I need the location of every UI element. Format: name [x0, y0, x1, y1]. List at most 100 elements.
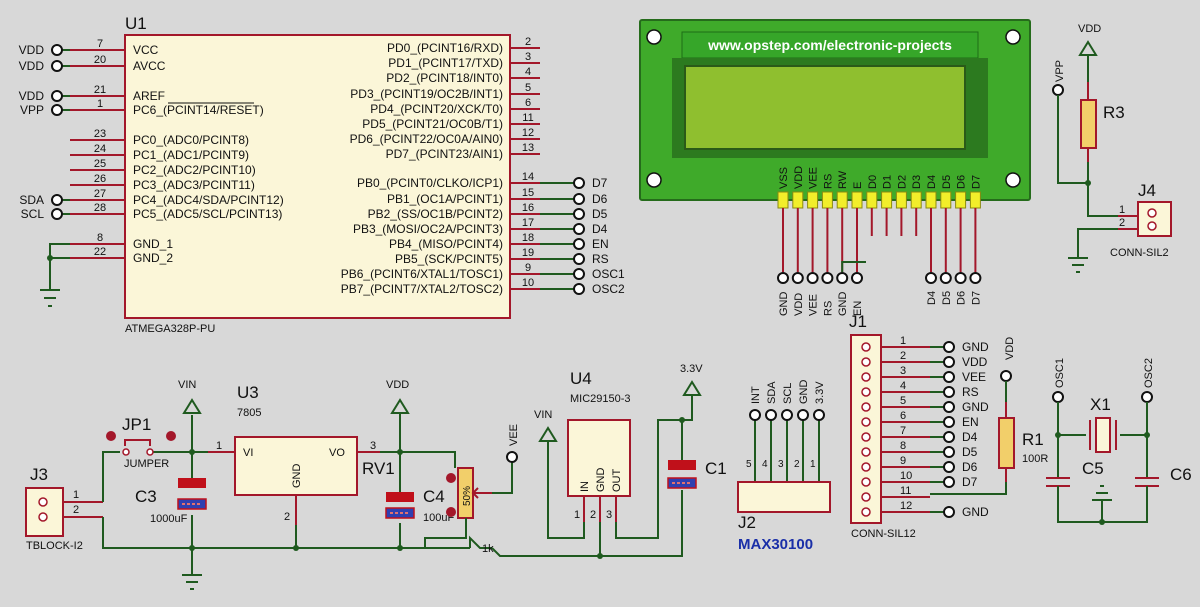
u1-right-pin-num: 4 [525, 66, 531, 78]
c6-ref: C6 [1170, 465, 1192, 484]
j2-pin-num: 1 [810, 459, 816, 470]
c4-plate-top [386, 492, 414, 502]
lcd-pin-pad [851, 191, 863, 209]
j1-pin-num: 12 [900, 500, 912, 512]
j2-net-terminal [813, 409, 825, 421]
u1-left-pin-name: AREF [133, 89, 165, 103]
lcd-net-label: EN [852, 301, 864, 316]
u1-right-pin-num: 19 [522, 247, 534, 259]
r1-pin12-wire [930, 482, 1007, 495]
u1-left-pin-num: 25 [94, 158, 106, 170]
j2-net-label: GND [798, 380, 810, 405]
j2-net-terminal [781, 409, 793, 421]
u1-right-pin-name: PB6_(PCINT6/XTAL1/TOSC1) [341, 267, 503, 281]
gnd-bus-right [491, 547, 600, 557]
j1-net-label: EN [962, 415, 979, 429]
r1-vdd-label: VDD [1004, 337, 1016, 360]
lcd-pin-label: D1 [882, 175, 894, 189]
u1-left-net-label: SCL [21, 207, 45, 221]
u1-left-pin-num: 1 [97, 98, 103, 110]
u4-pin2: 2 [590, 509, 596, 521]
j4-pin-2 [1147, 221, 1157, 231]
osc2-junction [1144, 432, 1150, 438]
jp1-contact [122, 448, 130, 456]
rv1-value: 1k [482, 543, 494, 555]
gnd-junction [189, 545, 195, 551]
j4-pin2-num: 2 [1119, 217, 1125, 229]
u1-left-net-terminal [51, 104, 63, 116]
j2-net-label: 3.3V [814, 381, 826, 404]
u3-vo: VO [329, 447, 345, 459]
lcd-pin-label: D4 [926, 175, 938, 189]
lcd-net-terminal [836, 272, 849, 284]
jp1-contact [146, 448, 154, 456]
u1-right-pin-num: 9 [525, 262, 531, 274]
vpp-terminal [1052, 84, 1064, 96]
j3-pin-2 [38, 512, 48, 522]
j1-pin-num: 4 [900, 380, 906, 392]
r1-vdd-terminal [1000, 370, 1012, 382]
u1-right-net-terminal [573, 283, 585, 295]
u1-left-pin-name: PC3_(ADC3/PCINT11) [133, 178, 255, 192]
u1-right-pin-name: PB4_(MISO/PCINT4) [389, 237, 503, 251]
j1-net-label: D7 [962, 475, 978, 489]
j3-ref: J3 [30, 465, 48, 484]
lcd-pin-label: D5 [941, 175, 953, 189]
u1-right-pin-num: 17 [522, 217, 534, 229]
lcd-net-label: VEE [808, 294, 820, 316]
j1-pin-num: 1 [900, 335, 906, 347]
gnd-bus-wire [102, 517, 470, 549]
j1-pin-num: 2 [900, 350, 906, 362]
u1-left-net-terminal [51, 90, 63, 102]
u1-left-pin-name: PC2_(ADC2/PCINT10) [133, 163, 256, 177]
u1-right-pin-name: PD7_(PCINT23/AIN1) [386, 147, 503, 161]
lcd-mount-hole [1005, 29, 1021, 45]
j4-part: CONN-SIL2 [1110, 247, 1169, 259]
osc2-label: OSC2 [1143, 358, 1155, 388]
j1-net-terminal [943, 431, 955, 443]
vdd-power-arrow [1078, 40, 1098, 56]
u4-in: IN [579, 481, 591, 492]
lcd-rw-gnd-wire [841, 261, 866, 272]
j1-pin-num: 5 [900, 395, 906, 407]
u3-vi: VI [243, 447, 253, 459]
j1-pin-hole [861, 342, 871, 352]
j1-pin-hole [861, 462, 871, 472]
lcd-net-label: D6 [956, 291, 968, 305]
u1-ground-symbol [40, 289, 60, 307]
lcd-pin-pad [910, 191, 922, 209]
lcd-pin-label: D7 [970, 175, 982, 189]
lcd-net-terminal [969, 272, 982, 284]
u1-right-pin-name: PD0_(PCINT16/RXD) [387, 41, 503, 55]
u1-right-net-terminal [573, 268, 585, 280]
u1-left-pin-num: 27 [94, 188, 106, 200]
j1-net-terminal [943, 476, 955, 488]
j2-net-label: INT [750, 386, 762, 404]
j1-net-label: RS [962, 385, 979, 399]
lcd-pin-pad [895, 191, 907, 209]
lcd-mount-hole [1005, 172, 1021, 188]
lcd-pin-pad [940, 191, 952, 209]
33v-junction [679, 417, 685, 423]
j1-net-terminal [943, 371, 955, 383]
lcd-pin-label: E [852, 182, 864, 189]
u1-left-net-terminal [51, 194, 63, 206]
j1-net-terminal [943, 341, 955, 353]
crystal-block: OSC1 OSC2 X1 C5 C6 [1046, 358, 1192, 525]
lcd-pin-pad [836, 191, 848, 209]
u1-right-pin-name: PD1_(PCINT17/TXD) [388, 56, 503, 70]
u1-left-pin-name: PC1_(ADC1/PCINT9) [133, 148, 249, 162]
j2-pin-num: 3 [778, 459, 784, 470]
j3-pin-1 [38, 497, 48, 507]
j1-net-label: GND [962, 400, 989, 414]
c1-wire [600, 420, 683, 557]
u1-right-pin-name: PB5_(SCK/PCINT5) [395, 252, 503, 266]
u1-right-pin-num: 13 [522, 142, 534, 154]
u3-leads [295, 451, 380, 525]
rv1-vee-wire [492, 462, 513, 494]
u3-vdd-label: VDD [386, 379, 409, 391]
u1-body [124, 34, 511, 319]
lcd-pin-pad [821, 191, 833, 209]
